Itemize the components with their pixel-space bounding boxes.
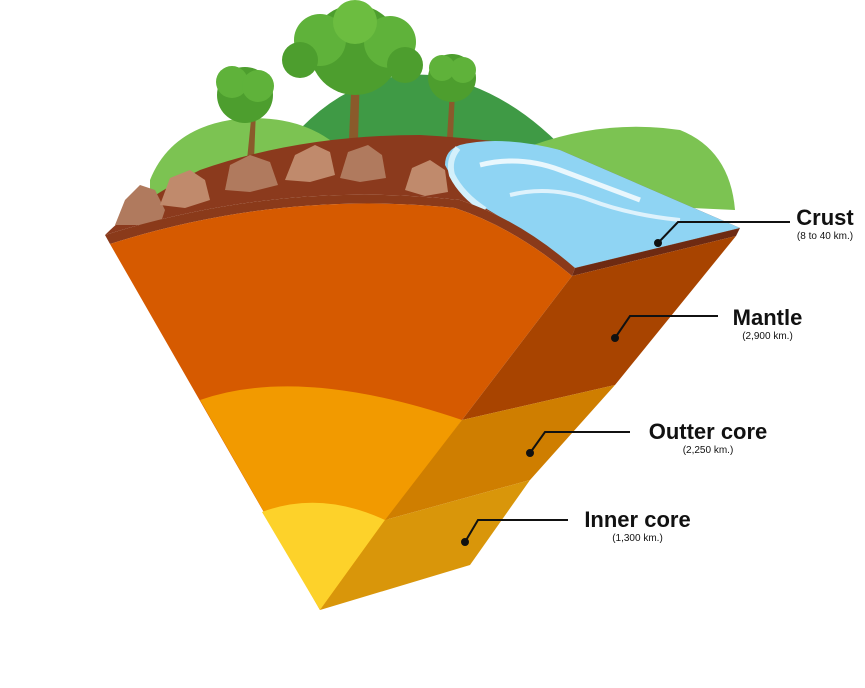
trees: [216, 0, 476, 160]
water-highlight-1: [479, 158, 641, 203]
rock: [340, 145, 386, 182]
leader-lines: [461, 221, 790, 546]
tree-left: [216, 66, 274, 160]
water-shore: [447, 146, 487, 213]
mantle-side: [462, 236, 736, 420]
mantle-marker-dot: [611, 334, 619, 342]
outer-core-label-depth: (2,250 km.): [682, 445, 734, 456]
inner-core-label: Inner core (1,300 km.): [570, 508, 705, 545]
mantle-label: Mantle (2,900 km.): [720, 306, 815, 343]
water-highlight-2: [509, 189, 681, 222]
mantle-label-name: Mantle: [732, 305, 803, 330]
outer-core-marker-dot: [526, 449, 534, 457]
rock: [225, 155, 278, 192]
crust-label-depth: (8 to 40 km.): [796, 231, 854, 242]
inner-core-label-name: Inner core: [584, 507, 691, 532]
rock: [115, 185, 165, 225]
rocks: [115, 145, 448, 225]
inner-core-marker-dot: [461, 538, 469, 546]
inner-core-front: [262, 502, 385, 610]
rock: [285, 145, 335, 182]
crust-rim-side: [572, 228, 740, 276]
outer-core-leader-line: [529, 431, 630, 454]
crust-leader-line: [657, 221, 790, 244]
outer-core-side: [385, 385, 615, 520]
crust-label: Crust (8 to 40 km.): [785, 206, 865, 243]
outer-core-label: Outter core (2,250 km.): [633, 420, 783, 457]
outer-core-label-name: Outter core: [648, 419, 768, 444]
ocean-water: [445, 141, 740, 268]
crust-label-name: Crust: [796, 205, 854, 230]
tree-right: [428, 54, 476, 138]
tree-center: [282, 0, 423, 140]
rock: [405, 160, 448, 196]
crust-marker-dot: [654, 239, 662, 247]
rock: [160, 170, 210, 208]
inner-core-leader-line: [464, 519, 568, 543]
mantle-leader-line: [614, 315, 718, 339]
mantle-label-depth: (2,900 km.): [742, 331, 793, 342]
inner-core-label-depth: (1,300 km.): [612, 533, 663, 544]
outer-core-front: [200, 386, 462, 610]
crust-rim: [105, 194, 575, 276]
inner-core-side: [320, 480, 530, 610]
